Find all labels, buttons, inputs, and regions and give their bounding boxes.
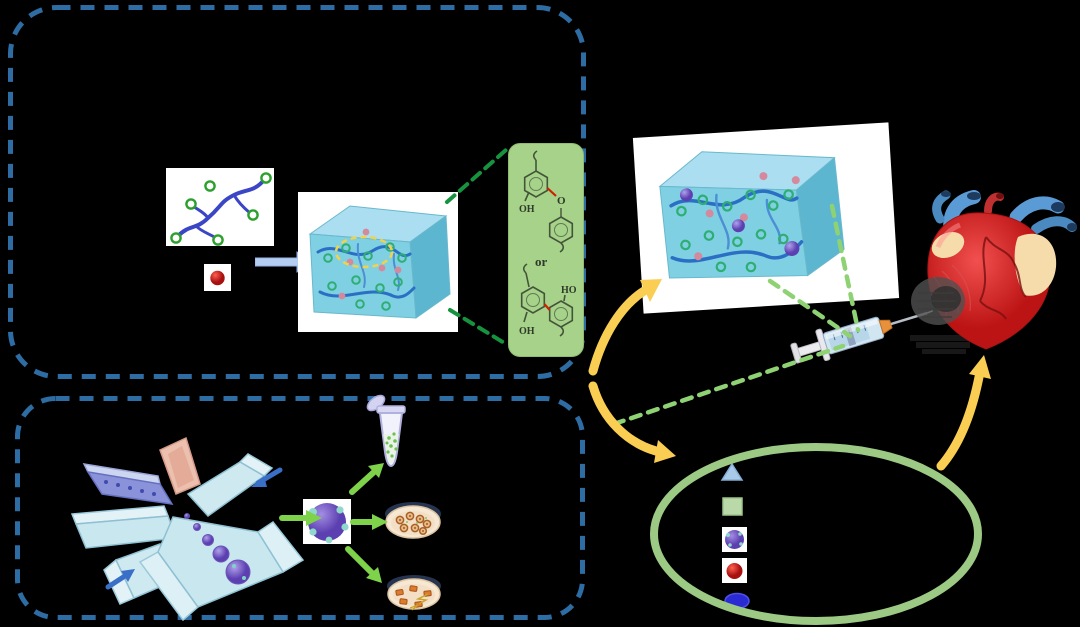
plunger-rod xyxy=(797,341,822,357)
infarct-region xyxy=(911,277,965,325)
square-icon xyxy=(722,497,743,516)
tube-icon xyxy=(366,394,406,468)
crosslink-rings xyxy=(323,242,407,311)
bottom-crosslink-structure xyxy=(520,263,574,337)
coronary-arteries xyxy=(979,236,1027,320)
tissue-patches xyxy=(395,585,432,608)
top-dashed-box xyxy=(8,5,586,379)
oh-label-2: OH xyxy=(519,326,535,337)
flow-arrows xyxy=(105,467,283,590)
hydrogel-cube-panel xyxy=(298,192,458,332)
polymer-panel xyxy=(166,168,274,246)
legend-red-particle-box xyxy=(722,558,747,583)
red-particle xyxy=(210,270,225,286)
heart-icon xyxy=(910,190,1077,354)
cc-bond-red xyxy=(543,303,551,311)
phenol-end-groups xyxy=(170,172,272,246)
heart-highlight xyxy=(935,222,962,249)
hydrogel-cube-icon xyxy=(308,205,451,319)
polymer-branch xyxy=(194,224,217,240)
highlight-dashed-ellipse xyxy=(334,235,394,269)
microfluidic-device-icon xyxy=(70,436,305,622)
red-particle-icon xyxy=(210,270,225,286)
bottom-dashed-box xyxy=(15,396,585,620)
crosslink-rings xyxy=(676,189,794,273)
microsphere-icon xyxy=(725,530,744,549)
ether-bond-red xyxy=(546,187,557,197)
microsphere-icon xyxy=(308,503,349,544)
vessel-openings xyxy=(941,191,1077,231)
ho-label: HO xyxy=(561,285,577,296)
top-crosslink-structure xyxy=(523,150,574,253)
red-particle-icon xyxy=(726,563,743,579)
polymer-backbone xyxy=(176,178,266,238)
needle-hub xyxy=(878,319,893,335)
oh-label: OH xyxy=(519,204,535,215)
forming-droplets xyxy=(184,513,251,585)
channel-dots xyxy=(104,480,156,496)
branched-polymer-icon xyxy=(170,172,272,246)
fiber-sketches xyxy=(409,593,429,611)
heart-shadow xyxy=(910,335,972,354)
triangle-icon xyxy=(720,462,744,481)
tube-particles xyxy=(385,432,398,458)
crosslink-chemistry-panel: OH O or HO OH xyxy=(508,143,584,357)
spheroid-dish-icon xyxy=(385,502,441,539)
tube-rim xyxy=(376,405,406,414)
microspheres-in-gel xyxy=(679,188,800,256)
legend-microsphere-box xyxy=(722,527,747,552)
composite-hydrogel-cube-icon xyxy=(658,151,845,279)
crosslink-structures: OH O or HO OH xyxy=(519,150,577,337)
or-label: or xyxy=(535,254,548,269)
o-label: O xyxy=(557,195,566,207)
polymer-branch xyxy=(232,194,251,215)
tissue-dish-icon xyxy=(387,575,441,611)
spheroids xyxy=(395,511,432,536)
drug-dots xyxy=(694,172,800,261)
right-atrium xyxy=(1014,233,1057,296)
microsphere-panel xyxy=(303,499,351,544)
red-particle-panel xyxy=(204,264,231,291)
oval-icon xyxy=(724,592,750,610)
device-channels xyxy=(70,436,305,622)
composite-hydrogel-panel xyxy=(632,122,900,314)
